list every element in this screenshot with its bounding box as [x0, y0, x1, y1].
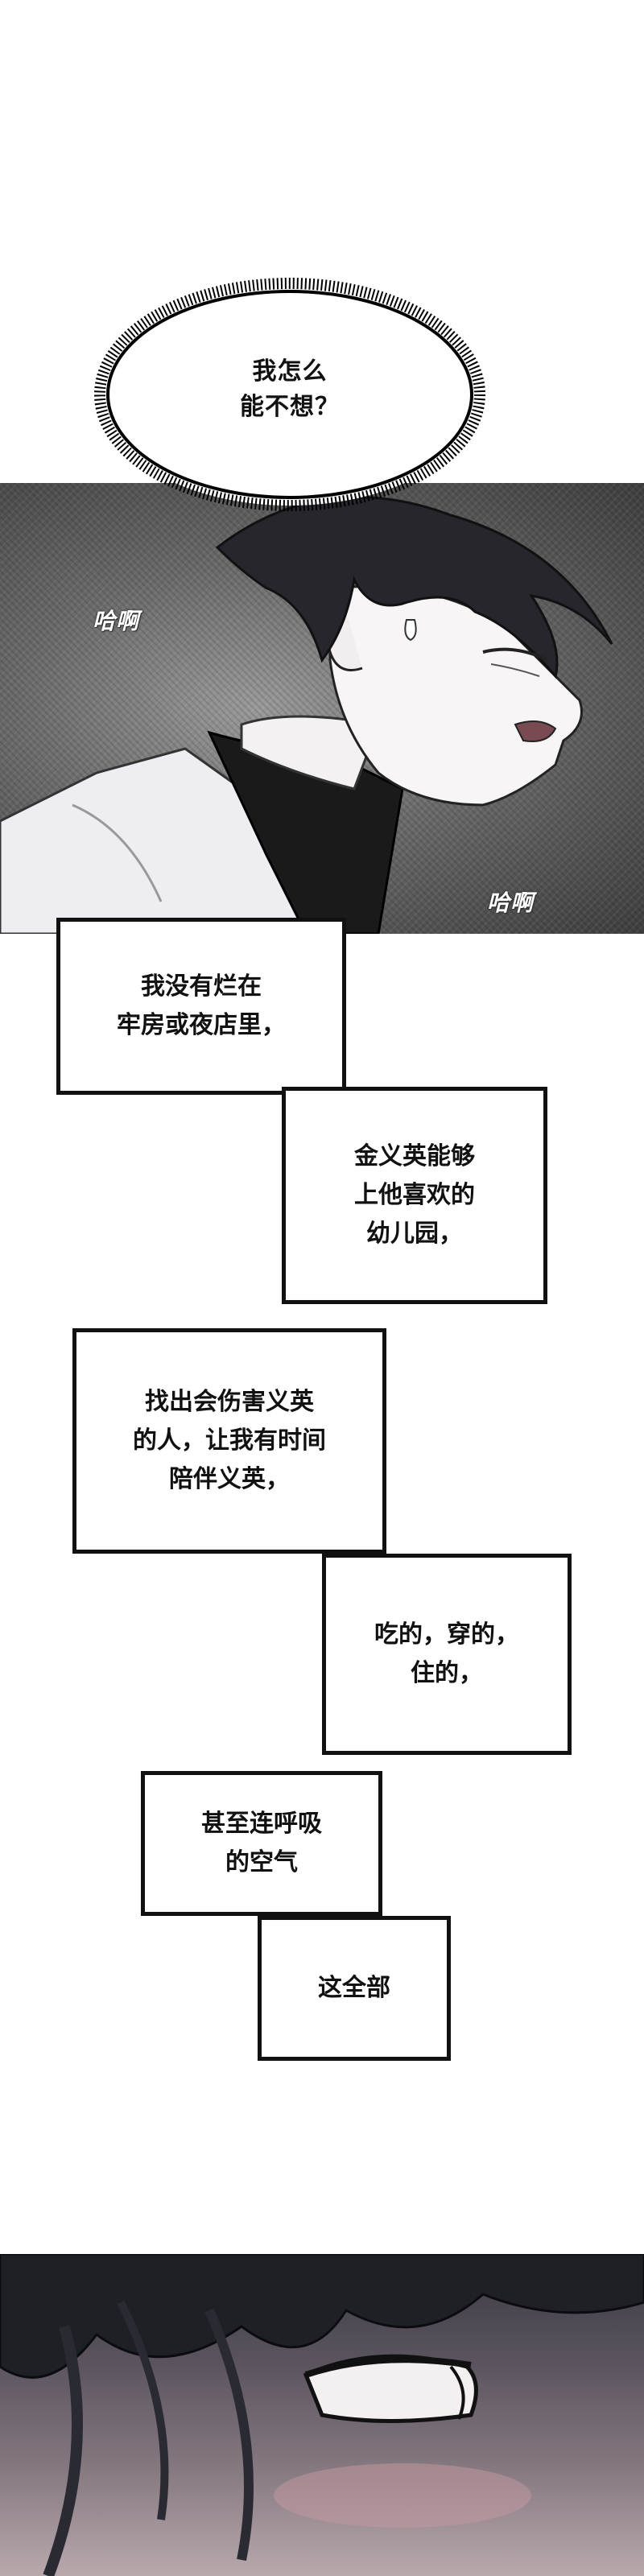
narration-box-1: 我没有烂在 牢房或夜店里， [56, 918, 346, 1095]
narration-2-line-1: 金义英能够 [354, 1142, 475, 1170]
panel-closeup-eye [0, 2254, 644, 2576]
narration-2-line-2: 上他喜欢的 [354, 1181, 475, 1209]
narration-3-line-1: 找出会伤害义英 [145, 1388, 314, 1416]
narration-4-line-1: 吃的，穿的， [374, 1620, 519, 1649]
bubble-line-2: 能不想？ [240, 393, 340, 421]
bubble-line-1: 我怎么 [252, 357, 328, 386]
narration-box-2: 金义英能够 上他喜欢的 幼儿园， [282, 1087, 547, 1304]
bubble-text: 我怎么 能不想？ [89, 354, 491, 425]
narration-1-line-2: 牢房或夜店里， [117, 1011, 286, 1039]
narration-3-line-2: 的人，让我有时间 [133, 1426, 326, 1455]
narration-2-line-3: 幼儿园， [366, 1220, 463, 1248]
character-illustration [0, 496, 613, 934]
panel-character-breathing: 哈啊 哈啊 [0, 483, 644, 934]
speech-bubble: 我怎么 能不想？ [89, 274, 491, 515]
narration-1-line-1: 我没有烂在 [141, 972, 262, 1001]
narration-6-line-1: 这全部 [318, 1974, 390, 2002]
spiky-bubble-outline [94, 278, 485, 511]
narration-box-3: 找出会伤害义英 的人，让我有时间 陪伴义英， [72, 1328, 386, 1554]
narration-5-line-2: 的空气 [225, 1848, 298, 1876]
narration-3-line-3: 陪伴义英， [169, 1465, 290, 1493]
closeup-illustration [0, 2254, 644, 2576]
narration-4-line-2: 住的， [411, 1659, 483, 1687]
narration-box-4: 吃的，穿的， 住的， [322, 1554, 572, 1755]
narration-5-line-1: 甚至连呼吸 [201, 1810, 322, 1838]
narration-box-5: 甚至连呼吸 的空气 [141, 1771, 382, 1916]
narration-box-6: 这全部 [258, 1916, 451, 2061]
sfx-breathing-left: 哈啊 [93, 608, 140, 634]
sfx-breathing-right: 哈啊 [487, 890, 535, 916]
